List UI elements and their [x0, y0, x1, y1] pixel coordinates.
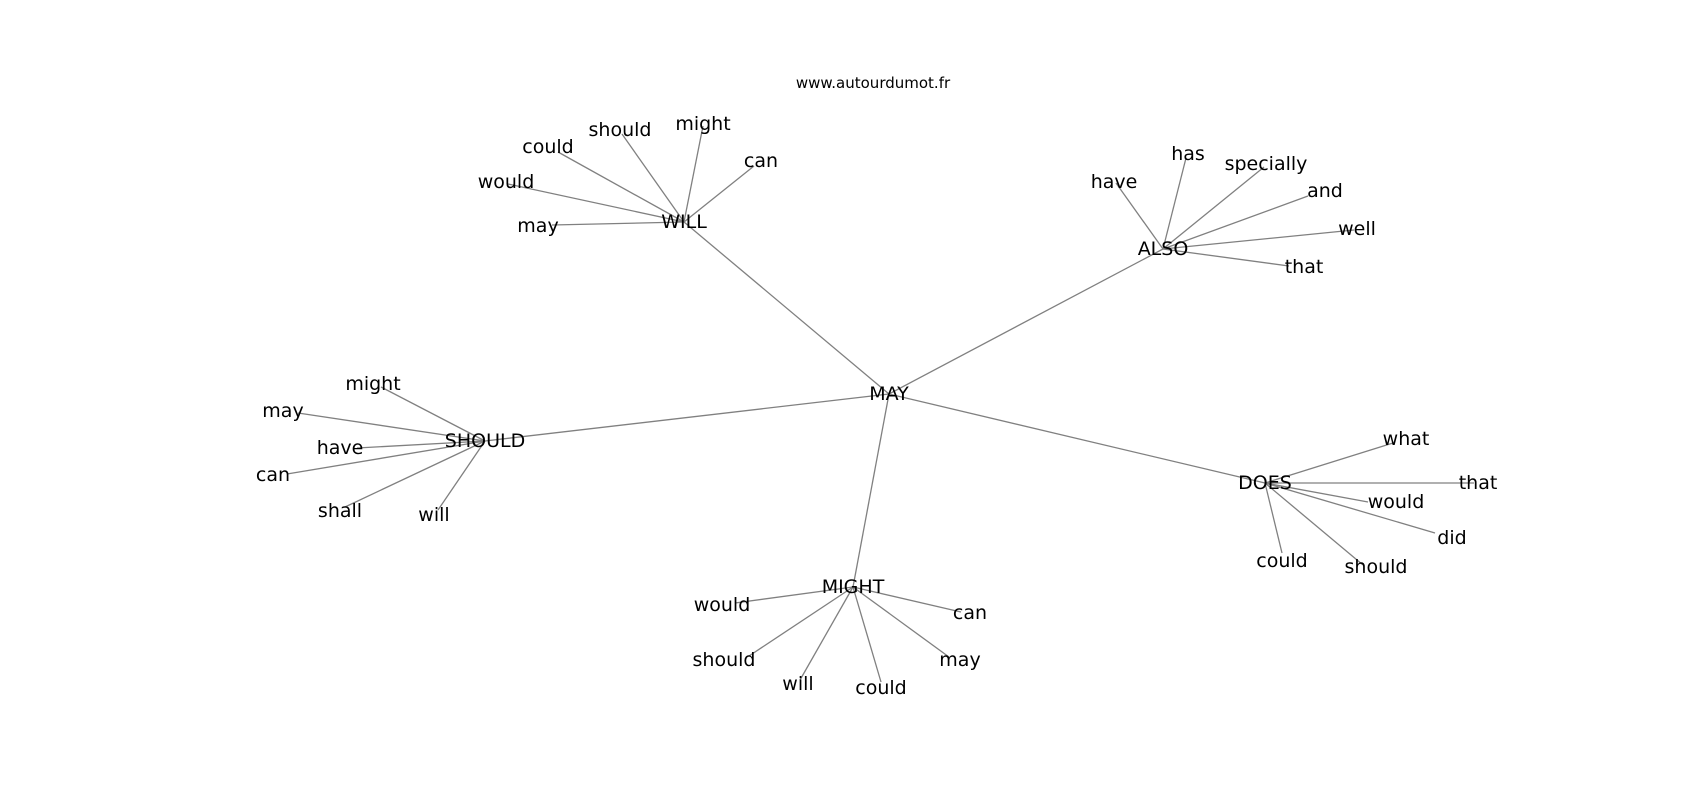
source-caption: www.autourdumot.fr	[796, 74, 951, 92]
edge-center-might	[852, 393, 890, 588]
edge-layer	[286, 125, 1474, 683]
leaf-word-will-would: would	[478, 171, 535, 193]
leaf-word-also-specially: specially	[1225, 153, 1308, 175]
edge-does-could	[1264, 482, 1283, 554]
edge-should-may	[297, 412, 486, 442]
leaf-word-might-would: would	[694, 594, 751, 616]
leaf-word-also-well: well	[1338, 218, 1376, 240]
leaf-word-will-may: may	[517, 215, 558, 237]
edge-might-can	[852, 586, 962, 613]
leaf-word-does-should: should	[1345, 556, 1408, 578]
leaf-word-should-have: have	[317, 437, 364, 459]
leaf-word-does-what: what	[1383, 428, 1430, 450]
edge-center-will	[683, 221, 890, 395]
leaf-word-might-can: can	[953, 602, 987, 624]
edge-might-should	[748, 586, 854, 657]
leaf-word-should-will: will	[418, 504, 449, 526]
leaf-word-might-will: will	[782, 673, 813, 695]
leaf-word-will-might: might	[675, 113, 730, 135]
edge-should-shall	[344, 440, 486, 508]
edge-also-specially	[1162, 166, 1265, 250]
leaf-word-also-have: have	[1091, 171, 1138, 193]
edge-might-could	[852, 586, 882, 683]
edge-should-have	[356, 440, 486, 449]
edge-might-will	[799, 586, 854, 681]
leaf-word-will-should: should	[589, 119, 652, 141]
edge-will-might	[683, 125, 704, 223]
edge-might-would	[734, 586, 854, 604]
leaf-word-might-could: could	[855, 677, 906, 699]
leaf-word-should-can: can	[256, 464, 290, 486]
edge-also-that	[1162, 248, 1290, 267]
edge-will-should	[621, 133, 685, 223]
edge-will-could	[557, 151, 685, 223]
center-word: MAY	[869, 383, 909, 405]
hub-word-should: SHOULD	[445, 430, 525, 452]
edge-should-will	[437, 440, 486, 511]
edge-will-may	[551, 221, 685, 226]
leaf-word-does-would: would	[1368, 491, 1425, 513]
leaf-word-might-should: should	[693, 649, 756, 671]
leaf-word-does-that: that	[1459, 472, 1498, 494]
edge-does-what	[1264, 442, 1394, 484]
edge-does-should	[1264, 482, 1364, 566]
edge-should-can	[286, 440, 486, 475]
edge-does-would	[1264, 482, 1369, 503]
edge-also-has	[1162, 157, 1187, 250]
edge-center-should	[484, 393, 890, 442]
leaf-word-does-could: could	[1256, 550, 1307, 572]
hub-word-does: DOES	[1238, 472, 1292, 494]
leaf-word-should-shall: shall	[318, 500, 362, 522]
edge-will-would	[507, 183, 685, 223]
edge-should-might	[380, 386, 486, 442]
leaf-word-also-has: has	[1171, 143, 1205, 165]
edge-might-may	[852, 586, 950, 658]
edge-center-also	[888, 248, 1164, 395]
edge-also-well	[1162, 229, 1355, 250]
hub-word-also: ALSO	[1138, 238, 1189, 260]
leaf-word-also-that: that	[1285, 256, 1324, 278]
edge-also-have	[1115, 182, 1164, 250]
leaf-word-will-could: could	[522, 136, 573, 158]
leaf-word-should-may: may	[262, 400, 303, 422]
leaf-word-does-did: did	[1437, 527, 1466, 549]
edge-does-did	[1264, 482, 1436, 534]
leaf-word-should-might: might	[345, 373, 400, 395]
hub-word-will: WILL	[661, 211, 707, 233]
hub-word-might: MIGHT	[822, 576, 885, 598]
leaf-word-also-and: and	[1307, 180, 1343, 202]
leaf-word-might-may: may	[939, 649, 980, 671]
edge-also-and	[1162, 195, 1309, 250]
leaf-word-will-can: can	[744, 150, 778, 172]
edge-center-does	[888, 393, 1266, 484]
edge-will-can	[683, 165, 755, 223]
